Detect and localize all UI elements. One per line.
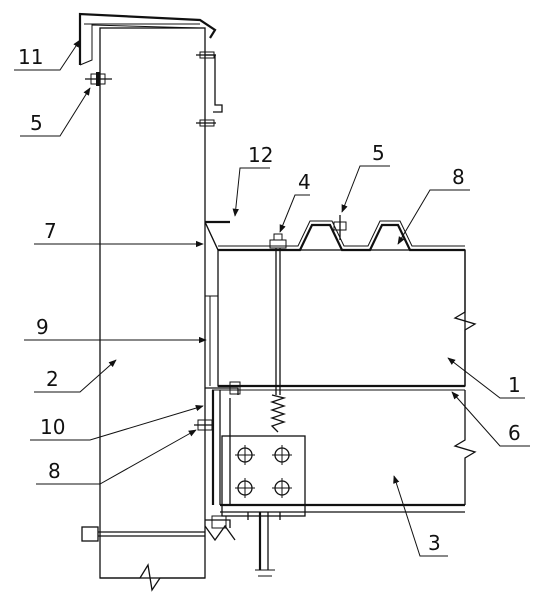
roof-panel xyxy=(212,220,477,391)
anchor-bolt xyxy=(81,515,236,542)
z-clip-upper xyxy=(196,51,223,127)
label-4: 4 xyxy=(298,170,311,194)
label-7: 7 xyxy=(44,219,57,243)
steel-beam xyxy=(211,390,477,513)
fastener-5-roof xyxy=(333,215,347,240)
column-stub xyxy=(247,512,281,577)
label-11: 11 xyxy=(18,45,43,69)
connection-plate xyxy=(221,435,306,517)
through-screw xyxy=(269,233,287,433)
fastener-8-lower xyxy=(194,419,214,431)
label-3: 3 xyxy=(428,531,441,555)
wall-panel xyxy=(99,27,206,592)
leader-lines xyxy=(14,39,530,557)
label-8-roof: 8 xyxy=(452,165,465,189)
label-6: 6 xyxy=(508,421,521,445)
label-2: 2 xyxy=(46,367,59,391)
sealant xyxy=(204,221,219,297)
callout-labels: 11 5 12 4 5 8 7 9 2 1 10 6 8 3 xyxy=(18,45,521,555)
label-5-roof: 5 xyxy=(372,141,385,165)
label-9: 9 xyxy=(36,315,49,339)
label-1: 1 xyxy=(508,373,521,397)
label-8-lower: 8 xyxy=(48,459,61,483)
label-5-upper: 5 xyxy=(30,111,43,135)
fastener-5-upper xyxy=(85,72,112,86)
angle-clip xyxy=(205,381,241,395)
label-10: 10 xyxy=(40,415,65,439)
top-flashing xyxy=(78,12,217,66)
label-12: 12 xyxy=(248,143,273,167)
